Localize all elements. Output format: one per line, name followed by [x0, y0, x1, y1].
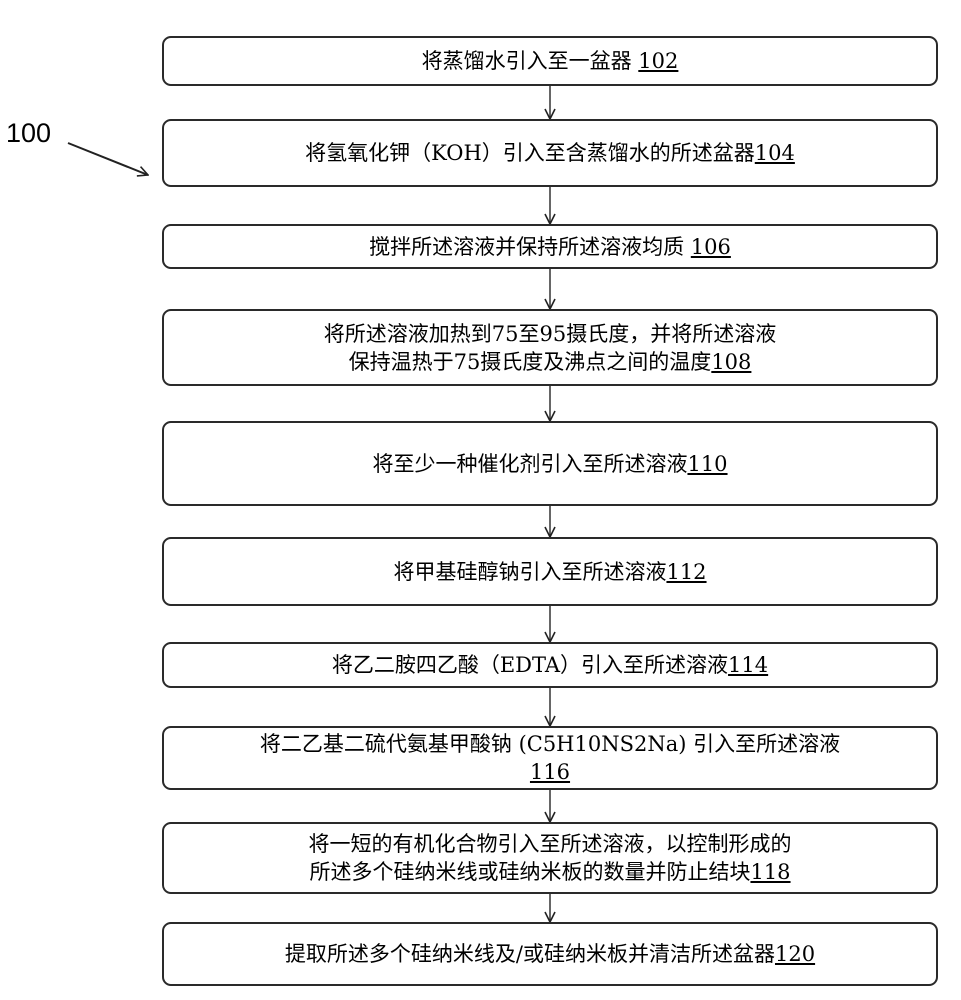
step-text: 所述多个硅纳米线或硅纳米板的数量并防止结块118	[309, 858, 790, 886]
figure-label: 100	[6, 118, 52, 148]
step-text: 116	[530, 758, 570, 786]
step-text: 将乙二胺四乙酸（EDTA）引入至所述溶液114	[332, 651, 768, 679]
step-box-114: 将乙二胺四乙酸（EDTA）引入至所述溶液114	[162, 642, 938, 688]
step-ref: 106	[690, 234, 731, 259]
step-ref: 110	[687, 451, 728, 476]
step-text-line: 将乙二胺四乙酸（EDTA）引入至所述溶液	[331, 653, 729, 677]
step-text: 将甲基硅醇钠引入至所述溶液112	[393, 558, 706, 586]
step-text-line: 提取所述多个硅纳米线及/或硅纳米板并清洁所述盆器	[284, 942, 775, 966]
step-text: 将至少一种催化剂引入至所述溶液110	[372, 450, 727, 478]
step-box-116: 将二乙基二硫代氨基甲酸钠 (C5H10NS2Na) 引入至所述溶液 116	[162, 726, 938, 790]
step-text: 将蒸馏水引入至一盆器 102	[422, 47, 679, 75]
step-box-120: 提取所述多个硅纳米线及/或硅纳米板并清洁所述盆器120	[162, 922, 938, 986]
step-text-line: 将氢氧化钾（KOH）引入至含蒸馏水的所述盆器	[305, 141, 755, 165]
label-pointer-arrow	[67, 142, 148, 175]
step-text: 提取所述多个硅纳米线及/或硅纳米板并清洁所述盆器120	[285, 940, 815, 968]
step-text-line: 所述多个硅纳米线或硅纳米板的数量并防止结块	[309, 860, 751, 884]
step-text: 搅拌所述溶液并保持所述溶液均质 106	[369, 233, 731, 261]
step-text-line: 将一短的有机化合物引入至所述溶液，以控制形成的	[308, 832, 792, 856]
step-text-line: 将至少一种催化剂引入至所述溶液	[372, 451, 688, 476]
step-box-108: 将所述溶液加热到75至95摄氏度，并将所述溶液 保持温热于75摄氏度及沸点之间的…	[162, 309, 938, 386]
step-text-line: 搅拌所述溶液并保持所述溶液均质	[369, 234, 691, 259]
step-ref: 108	[711, 349, 752, 374]
step-text-line: 保持温热于75摄氏度及沸点之间的温度	[348, 349, 712, 374]
step-ref: 112	[666, 559, 707, 584]
step-text-line: 将二乙基二硫代氨基甲酸钠 (C5H10NS2Na) 引入至所述溶液	[259, 732, 841, 756]
step-ref: 114	[728, 653, 769, 677]
step-box-112: 将甲基硅醇钠引入至所述溶液112	[162, 537, 938, 606]
step-text-line: 将蒸馏水引入至一盆器	[421, 49, 639, 73]
step-text-line: 将甲基硅醇钠引入至所述溶液	[393, 559, 667, 584]
step-ref: 120	[774, 942, 816, 966]
step-box-106: 搅拌所述溶液并保持所述溶液均质 106	[162, 224, 938, 269]
step-ref: 118	[750, 860, 791, 884]
step-ref: 102	[638, 49, 679, 73]
step-ref: 104	[754, 141, 795, 165]
step-text: 保持温热于75摄氏度及沸点之间的温度108	[349, 348, 752, 376]
step-text-line: 将所述溶液加热到75至95摄氏度，并将所述溶液	[323, 321, 777, 346]
step-box-118: 将一短的有机化合物引入至所述溶液，以控制形成的 所述多个硅纳米线或硅纳米板的数量…	[162, 822, 938, 894]
step-box-102: 将蒸馏水引入至一盆器 102	[162, 36, 938, 86]
step-box-110: 将至少一种催化剂引入至所述溶液110	[162, 421, 938, 506]
step-ref: 116	[529, 760, 571, 784]
step-text: 将氢氧化钾（KOH）引入至含蒸馏水的所述盆器104	[305, 139, 795, 167]
step-box-104: 将氢氧化钾（KOH）引入至含蒸馏水的所述盆器104	[162, 119, 938, 187]
